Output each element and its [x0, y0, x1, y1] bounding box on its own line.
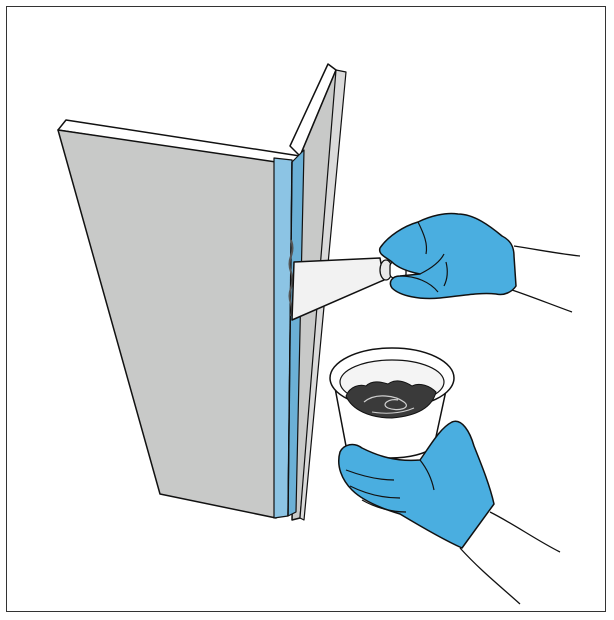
upper-arm-outline — [512, 246, 580, 312]
glove-hand-icon — [380, 213, 580, 312]
putty-knife-blade — [292, 258, 384, 320]
upper-glove — [380, 213, 516, 298]
putty-knife-icon — [292, 258, 406, 320]
left-panel-face — [58, 130, 276, 518]
left-panel — [58, 120, 300, 518]
